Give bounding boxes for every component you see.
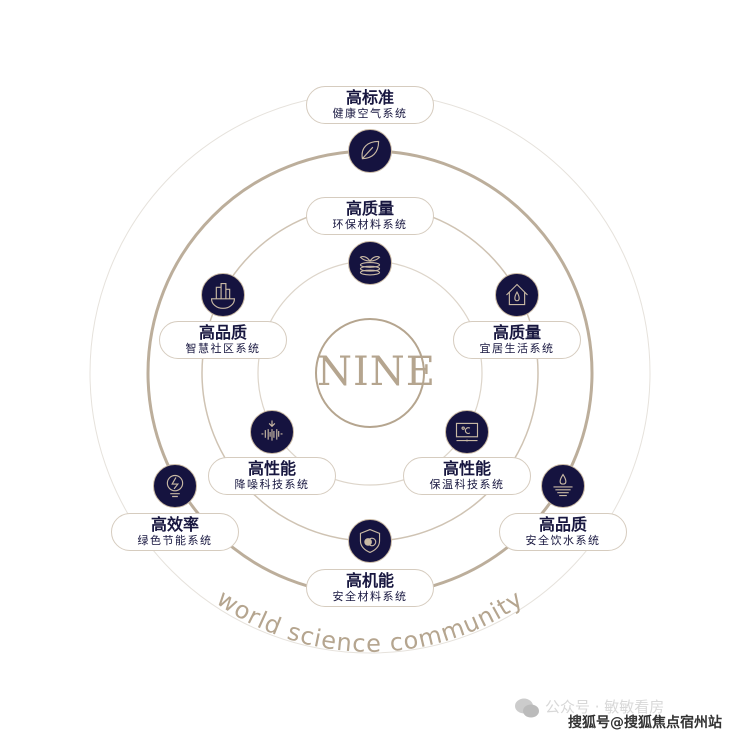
nine-logo: NINE [315,318,435,428]
node-label: 高品质智慧社区系统 [159,321,287,359]
energy-icon [153,464,197,508]
node-title: 高标准 [345,88,394,107]
node-title: 高机能 [345,571,394,590]
wechat-icon [515,698,539,718]
node-label: 高质量宜居生活系统 [453,321,581,359]
sprout-layers-icon [348,241,392,285]
node-subtitle: 安全材料系统 [332,590,408,603]
leaf-icon [348,129,392,173]
thermostat-icon [445,410,489,454]
node-subtitle: 安全饮水系统 [525,534,601,547]
node-label: 高标准健康空气系统 [306,86,434,124]
faded-watermark: 公众号 · 敏敏看房 [545,698,665,716]
node-subtitle: 降噪科技系统 [234,478,310,491]
node-title: 高质量 [492,323,541,342]
node-subtitle: 保温科技系统 [429,478,505,491]
water-drop-icon [541,464,585,508]
node-subtitle: 环保材料系统 [332,218,408,231]
buildings-icon [201,273,245,317]
soundwave-icon [250,410,294,454]
node-title: 高品质 [538,515,587,534]
node-title: 高性能 [247,459,296,478]
node-label: 高效率绿色节能系统 [111,513,239,551]
node-title: 高性能 [442,459,491,478]
credit-watermark: 搜狐号@搜狐焦点宿州站 [568,715,722,731]
node-subtitle: 绿色节能系统 [137,534,213,547]
node-title: 高质量 [345,199,394,218]
node-label: 高品质安全饮水系统 [499,513,627,551]
node-title: 高品质 [198,323,247,342]
node-title: 高效率 [150,515,199,534]
node-label: 高性能降噪科技系统 [208,457,336,495]
shield-icon [348,519,392,563]
house-drop-icon [495,273,539,317]
node-label: 高质量环保材料系统 [306,197,434,235]
node-label: 高性能保温科技系统 [403,457,531,495]
node-subtitle: 健康空气系统 [332,107,408,120]
node-subtitle: 宜居生活系统 [479,342,555,355]
node-label: 高机能安全材料系统 [306,569,434,607]
node-subtitle: 智慧社区系统 [185,342,261,355]
